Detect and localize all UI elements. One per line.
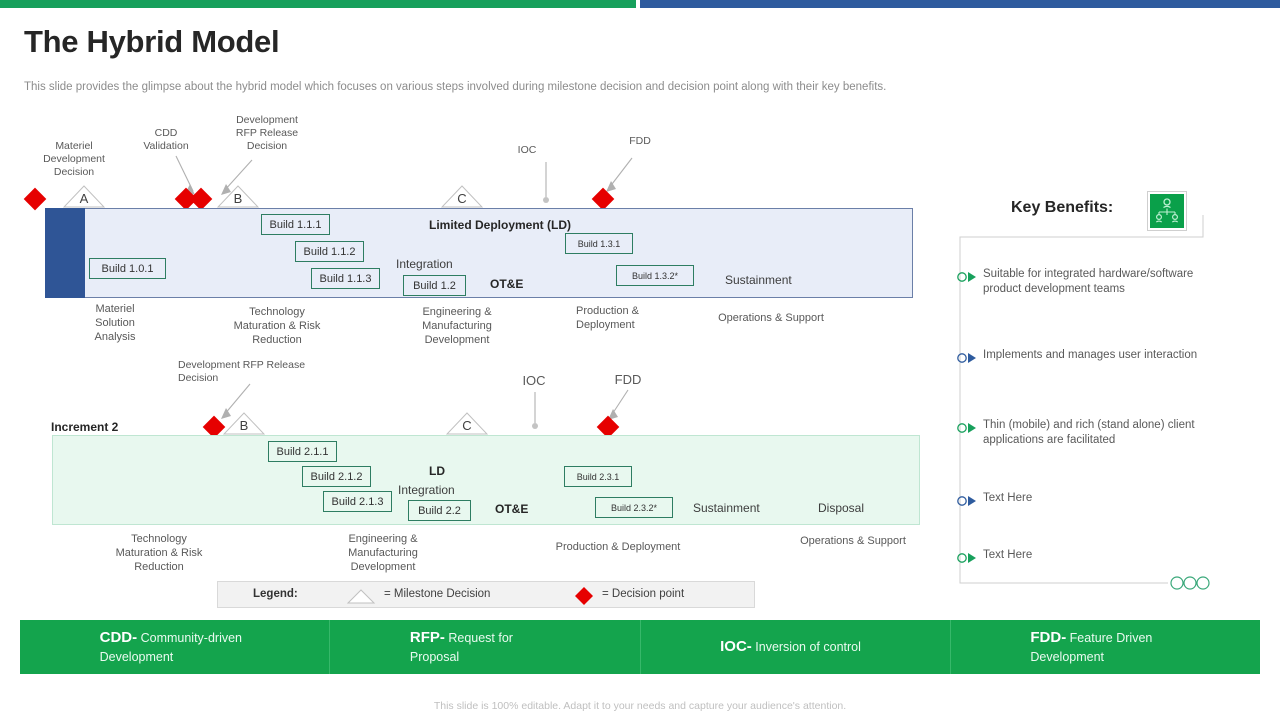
stage-label-disposal: Disposal (818, 501, 865, 515)
build-box[interactable]: Build 1.1.2 (295, 241, 364, 262)
glossary-cell-fdd[interactable]: FDD- Feature Driven Development (951, 620, 1260, 674)
stage-label-integration-2: Integration (398, 483, 455, 497)
build-box[interactable]: Build 2.1.2 (302, 466, 371, 487)
annotation-fdd-2: FDD (614, 372, 642, 387)
team-icon (1148, 192, 1186, 230)
milestone-triangle-c-2: C (446, 411, 488, 435)
increment-1-band-start-block (45, 208, 85, 298)
page-subtitle: This slide provides the glimpse about th… (24, 81, 887, 93)
build-box[interactable]: Build 2.3.1 (564, 466, 632, 487)
annotation-development-rfp-release-decision: Development RFP Release Decision (235, 114, 299, 152)
phase-label-technology-maturation-2: Technology Maturation & Risk Reduction (115, 533, 203, 573)
increment-2-label: Increment 2 (51, 420, 119, 434)
glossary-desc: Request for Proposal (409, 630, 513, 664)
milestone-letter: A (79, 191, 89, 206)
top-accent-bar-blue (640, 0, 1280, 8)
bullet-arrow-icon (957, 496, 976, 506)
annotation-ioc: IOC (517, 144, 537, 156)
increment-1-band (45, 208, 913, 298)
milestone-letter: C (457, 191, 467, 206)
annotation-development-rfp-release-decision-2: Development RFP Release Decision (178, 359, 306, 384)
phase-label-operations-support-2: Operations & Support (800, 535, 906, 547)
glossary-cell-rfp[interactable]: RFP- Request for Proposal (330, 620, 641, 674)
key-benefit-text: Text Here (983, 549, 1033, 561)
glossary-desc: Inversion of control (751, 640, 861, 654)
stage-label-limited-deployment: Limited Deployment (LD) (429, 218, 572, 232)
annotation-cdd-validation: CDD Validation (143, 127, 189, 152)
stage-label-sustainment: Sustainment (725, 273, 792, 287)
key-benefit-text: Thin (mobile) and rich (stand alone) cli… (983, 419, 1195, 446)
stage-label-otande-2: OT&E (495, 502, 529, 516)
phase-label-engineering-manufacturing: Engineering & Manufacturing Development (422, 306, 492, 346)
key-benefit-text: Text Here (983, 492, 1033, 504)
legend-decision-diamond-icon (575, 587, 593, 605)
milestone-triangle-b-2: B (223, 411, 265, 435)
milestone-letter: B (239, 418, 249, 433)
milestone-letter: B (233, 191, 243, 206)
bullet-arrow-icon (957, 553, 976, 563)
leader-lines-increment-1 (175, 155, 633, 203)
key-benefits-title: Key Benefits: (1011, 199, 1114, 216)
stage-label-sustainment-2: Sustainment (693, 501, 760, 515)
build-box[interactable]: Build 1.3.1 (565, 233, 633, 254)
build-box[interactable]: Build 2.2 (408, 500, 471, 521)
glossary-abbr: FDD- (1030, 628, 1067, 646)
bullet-arrow-icon (957, 353, 976, 363)
key-benefit-text: Suitable for integrated hardware/softwar… (983, 268, 1194, 295)
build-box[interactable]: Build 1.1.3 (311, 268, 380, 289)
glossary-abbr: IOC- (720, 638, 752, 655)
build-box[interactable]: Build 1.1.1 (261, 214, 330, 235)
build-box[interactable]: Build 2.1.3 (323, 491, 392, 512)
page-title: The Hybrid Model (24, 24, 280, 59)
key-benefit-text: Implements and manages user interaction (983, 349, 1198, 361)
stage-label-ld: LD (429, 464, 445, 478)
legend-decision-text: = Decision point (602, 588, 685, 600)
increment-2-band (52, 435, 920, 525)
glossary-desc: Feature Driven Development (1030, 630, 1153, 664)
build-box[interactable]: Build 1.0.1 (89, 258, 166, 279)
stage-label-integration: Integration (396, 257, 453, 271)
phase-label-materiel-solution-analysis: Materiel Solution Analysis (94, 303, 136, 343)
stage-label-otande: OT&E (490, 277, 524, 291)
milestone-triangle-a: A (63, 184, 105, 208)
top-accent-bar-green (0, 0, 636, 8)
footer-note: This slide is 100% editable. Adapt it to… (433, 700, 847, 712)
milestone-triangle-b: B (217, 184, 259, 208)
annotation-materiel-development-decision: Materiel Development Decision (43, 140, 105, 178)
legend-milestone-text: = Milestone Decision (384, 588, 491, 600)
milestone-triangle-c: C (441, 184, 483, 208)
build-box[interactable]: Build 1.3.2* (616, 265, 694, 286)
key-benefits-connector-line (959, 215, 1210, 590)
leader-lines-increment-2 (221, 383, 629, 429)
glossary-cell-cdd[interactable]: CDD- Community-driven Development (20, 620, 331, 674)
glossary-strip: CDD- Community-driven Development RFP- R… (20, 620, 1260, 674)
legend: Legend: = Milestone Decision = Decision … (217, 581, 755, 608)
phase-label-production-deployment: Production & Deployment (576, 305, 639, 331)
annotation-fdd: FDD (629, 135, 651, 147)
build-box[interactable]: Build 2.1.1 (268, 441, 337, 462)
annotation-ioc-2: IOC (522, 373, 546, 388)
build-box[interactable]: Build 1.2 (403, 275, 466, 296)
bullet-arrow-icon (957, 272, 976, 282)
glossary-abbr: RFP- (409, 628, 445, 646)
phase-label-engineering-manufacturing-2: Engineering & Manufacturing Development (348, 533, 418, 573)
legend-milestone-triangle-icon (346, 589, 376, 604)
phase-label-production-deployment-2: Production & Deployment (555, 541, 681, 553)
phase-label-technology-maturation: Technology Maturation & Risk Reduction (233, 306, 321, 346)
build-box[interactable]: Build 2.3.2* (595, 497, 673, 518)
bullet-arrow-icon (957, 423, 976, 433)
milestone-letter: C (462, 418, 472, 433)
legend-title: Legend: (253, 588, 298, 600)
glossary-desc: Community-driven Development (99, 630, 243, 664)
phase-label-operations-support: Operations & Support (718, 312, 824, 324)
glossary-abbr: CDD- (99, 628, 138, 646)
glossary-cell-ioc[interactable]: IOC- Inversion of control (641, 620, 951, 674)
